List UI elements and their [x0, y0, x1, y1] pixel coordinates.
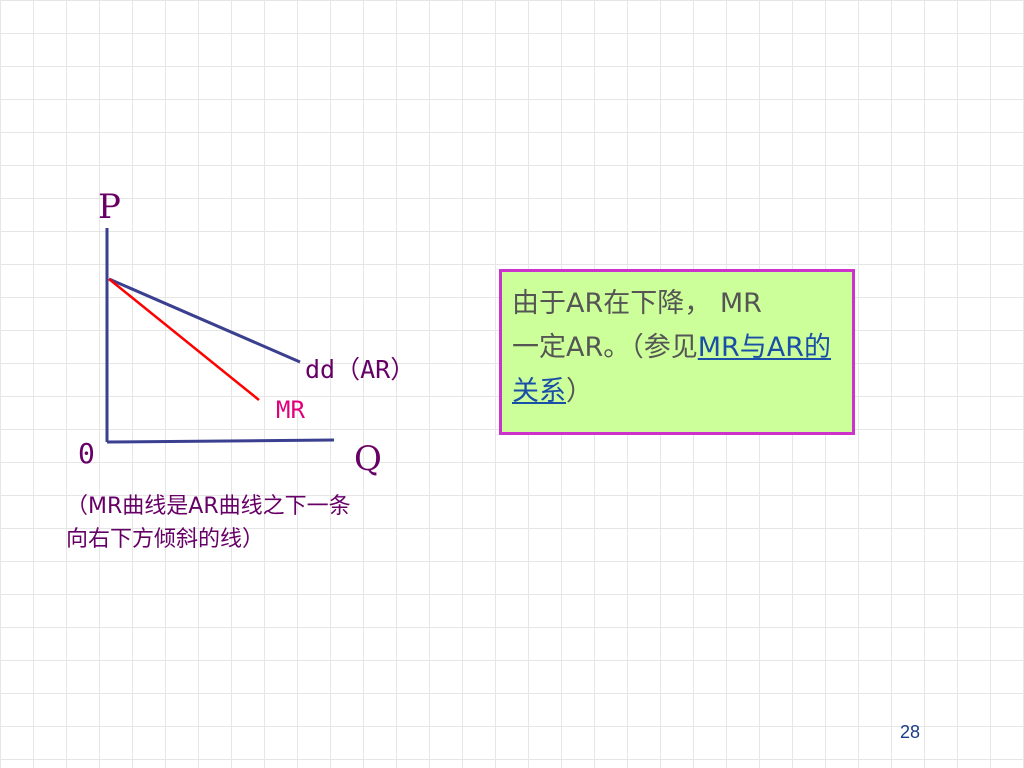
dd-ar-curve	[108, 277, 301, 364]
mr-label: MR	[276, 396, 305, 424]
origin-label: 0	[78, 437, 95, 470]
x-axis	[106, 438, 335, 444]
dd-ar-label: dd（AR）	[305, 355, 415, 384]
note-text-1: 由于AR在下降， MR	[512, 288, 762, 319]
slide-number: 28	[900, 722, 921, 742]
p-axis-label: P	[98, 187, 121, 227]
diagram-caption: （MR曲线是AR曲线之下一条 向右下方倾斜的线）	[66, 490, 426, 556]
note-text-2: 一定AR。（参见	[512, 332, 698, 363]
mr-curve	[108, 278, 260, 401]
caption-line-1: （MR曲线是AR曲线之下一条	[66, 494, 351, 519]
note-box: 由于AR在下降， MR 一定AR。（参见MR与AR的关系）	[499, 269, 855, 435]
caption-line-2: 向右下方倾斜的线）	[66, 527, 265, 552]
note-text-3: ）	[566, 376, 593, 407]
mr-ar-relation-link[interactable]: MR与AR的关系	[512, 332, 832, 407]
q-axis-label: Q	[354, 439, 382, 479]
